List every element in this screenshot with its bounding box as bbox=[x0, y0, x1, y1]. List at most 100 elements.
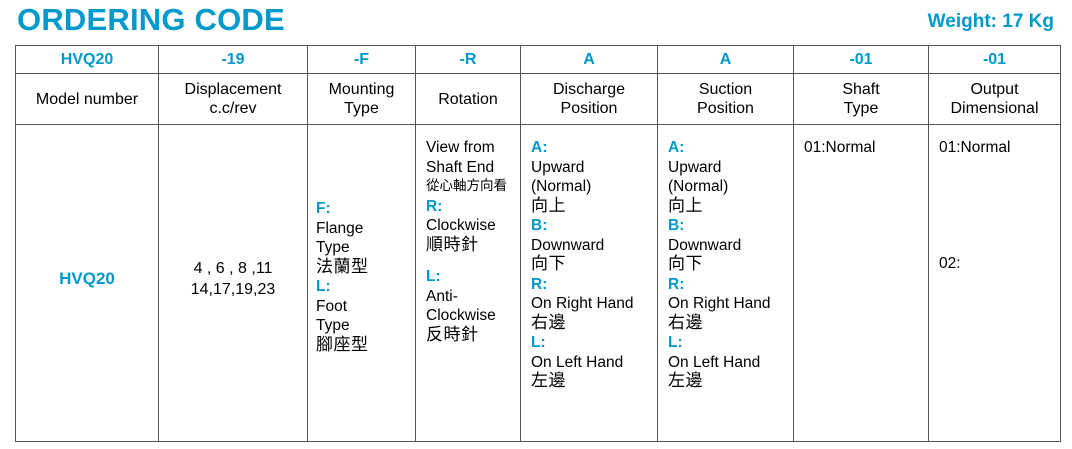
content-line: On Right Hand bbox=[531, 295, 634, 312]
code-cell-output-dimensional: -01 bbox=[928, 45, 1061, 74]
body-cell-model-number: HVQ20 bbox=[15, 124, 159, 442]
label-line-1: Suction bbox=[698, 81, 753, 98]
table-row-label: Model number Displacement c.c/rev Mounti… bbox=[15, 73, 1061, 125]
content-line: R: bbox=[426, 197, 443, 215]
label-line-1: Output bbox=[970, 81, 1019, 98]
page-header: ORDERING CODE Weight: 17 Kg bbox=[0, 0, 1072, 44]
content-line: 02: bbox=[939, 254, 961, 272]
label-cell-model-number: Model number bbox=[15, 73, 159, 125]
content-line: Upward bbox=[531, 158, 585, 176]
content-line: L: bbox=[531, 334, 546, 351]
spacer-line bbox=[426, 255, 514, 267]
body-cell-output-dimensional: 01:Normal 02: bbox=[928, 124, 1061, 442]
content-line: View from bbox=[426, 139, 495, 156]
label-line-1: Shaft bbox=[842, 81, 880, 98]
label-line-2: Position bbox=[560, 100, 618, 117]
content-line: (Normal) bbox=[531, 178, 592, 195]
content-line: On Left Hand bbox=[531, 353, 624, 371]
label-line-2: Type bbox=[843, 100, 879, 117]
table-row-body: HVQ20 4 , 6 , 8 ,11 14,17,19,23 F:Flange… bbox=[15, 124, 1061, 442]
content-line: 順時針 bbox=[426, 234, 479, 255]
content-line: Flange bbox=[316, 219, 364, 237]
body-cell-displacement: 4 , 6 , 8 ,11 14,17,19,23 bbox=[158, 124, 308, 442]
content-line: R: bbox=[668, 275, 685, 293]
code-cell-rotation: -R bbox=[415, 45, 521, 74]
content-line: Downward bbox=[531, 236, 605, 254]
code-cell-model-number: HVQ20 bbox=[15, 45, 159, 74]
content-line: 右邊 bbox=[531, 312, 566, 333]
label-line-2: Position bbox=[697, 100, 754, 117]
label-line-1: Discharge bbox=[552, 81, 626, 98]
content-line: 反時針 bbox=[426, 324, 479, 345]
code-cell-mounting-type: -F bbox=[307, 45, 416, 74]
label-cell-displacement: Displacement c.c/rev bbox=[158, 73, 308, 125]
content-line: Type bbox=[316, 317, 350, 334]
label-line-1: Displacement bbox=[184, 81, 282, 98]
content-line: Upward bbox=[668, 158, 722, 176]
code-cell-suction-position: A bbox=[657, 45, 794, 74]
content-line: On Left Hand bbox=[668, 353, 761, 371]
spacer-line bbox=[939, 158, 1054, 254]
ordering-code-table: HVQ20 -19 -F -R A A -01 -01 Model number… bbox=[15, 45, 1061, 442]
label-cell-suction-position: Suction Position bbox=[657, 73, 794, 125]
label-cell-rotation: Rotation bbox=[415, 73, 521, 125]
label-line-1: Model number bbox=[35, 90, 139, 108]
content-line: (Normal) bbox=[668, 178, 729, 195]
content-line: 向上 bbox=[668, 195, 703, 216]
page-title: ORDERING CODE bbox=[17, 2, 285, 37]
content-line: 01:Normal bbox=[939, 139, 1011, 156]
label-cell-output-dimensional: Output Dimensional bbox=[928, 73, 1061, 125]
weight-note: Weight: 17 Kg bbox=[927, 11, 1054, 32]
content-line: Type bbox=[316, 239, 350, 256]
content-line: 右邊 bbox=[668, 312, 703, 333]
content-line: Downward bbox=[668, 236, 742, 254]
table-row-code: HVQ20 -19 -F -R A A -01 -01 bbox=[15, 45, 1061, 74]
code-cell-discharge-position: A bbox=[520, 45, 658, 74]
content-line: Anti- bbox=[426, 287, 458, 305]
body-cell-shaft-type: 01:Normal bbox=[793, 124, 929, 442]
content-line: Clockwise bbox=[426, 307, 496, 324]
content-line: Foot bbox=[316, 297, 348, 315]
label-line-2: c.c/rev bbox=[209, 100, 257, 117]
displacement-line-1: 4 , 6 , 8 ,11 bbox=[193, 260, 273, 277]
content-line: L: bbox=[316, 278, 331, 295]
content-line: 01:Normal bbox=[804, 139, 876, 156]
content-line: 向上 bbox=[531, 195, 566, 216]
label-line-2: Dimensional bbox=[950, 100, 1039, 117]
content-line: 從心軸方向看 bbox=[426, 178, 507, 194]
content-line: 向下 bbox=[531, 254, 566, 274]
label-cell-discharge-position: Discharge Position bbox=[520, 73, 658, 125]
code-cell-displacement: -19 bbox=[158, 45, 308, 74]
model-number-content: HVQ20 bbox=[16, 125, 158, 433]
code-cell-shaft-type: -01 bbox=[793, 45, 929, 74]
shaft-type-content: 01:Normal bbox=[794, 125, 928, 162]
content-line: L: bbox=[668, 334, 683, 351]
label-cell-shaft-type: Shaft Type bbox=[793, 73, 929, 125]
label-line-1: Mounting bbox=[328, 81, 395, 98]
label-line-1: Rotation bbox=[438, 90, 498, 108]
content-line: B: bbox=[668, 217, 685, 234]
content-line: 腳座型 bbox=[316, 334, 369, 355]
content-line: 向下 bbox=[668, 254, 703, 274]
output-dimensional-content: 01:Normal 02: bbox=[929, 125, 1060, 277]
displacement-content: 4 , 6 , 8 ,11 14,17,19,23 bbox=[159, 125, 307, 433]
content-line: 法蘭型 bbox=[316, 256, 369, 277]
label-line-2: Type bbox=[344, 100, 379, 117]
content-line: 左邊 bbox=[531, 371, 566, 391]
content-line: A: bbox=[668, 139, 685, 156]
label-cell-mounting-type: Mounting Type bbox=[307, 73, 416, 125]
content-line: B: bbox=[531, 217, 548, 234]
content-line: 左邊 bbox=[668, 371, 703, 391]
displacement-line-2: 14,17,19,23 bbox=[190, 281, 276, 298]
model-number-value: HVQ20 bbox=[59, 269, 115, 289]
content-line: L: bbox=[426, 268, 441, 285]
content-line: Shaft End bbox=[426, 158, 495, 176]
